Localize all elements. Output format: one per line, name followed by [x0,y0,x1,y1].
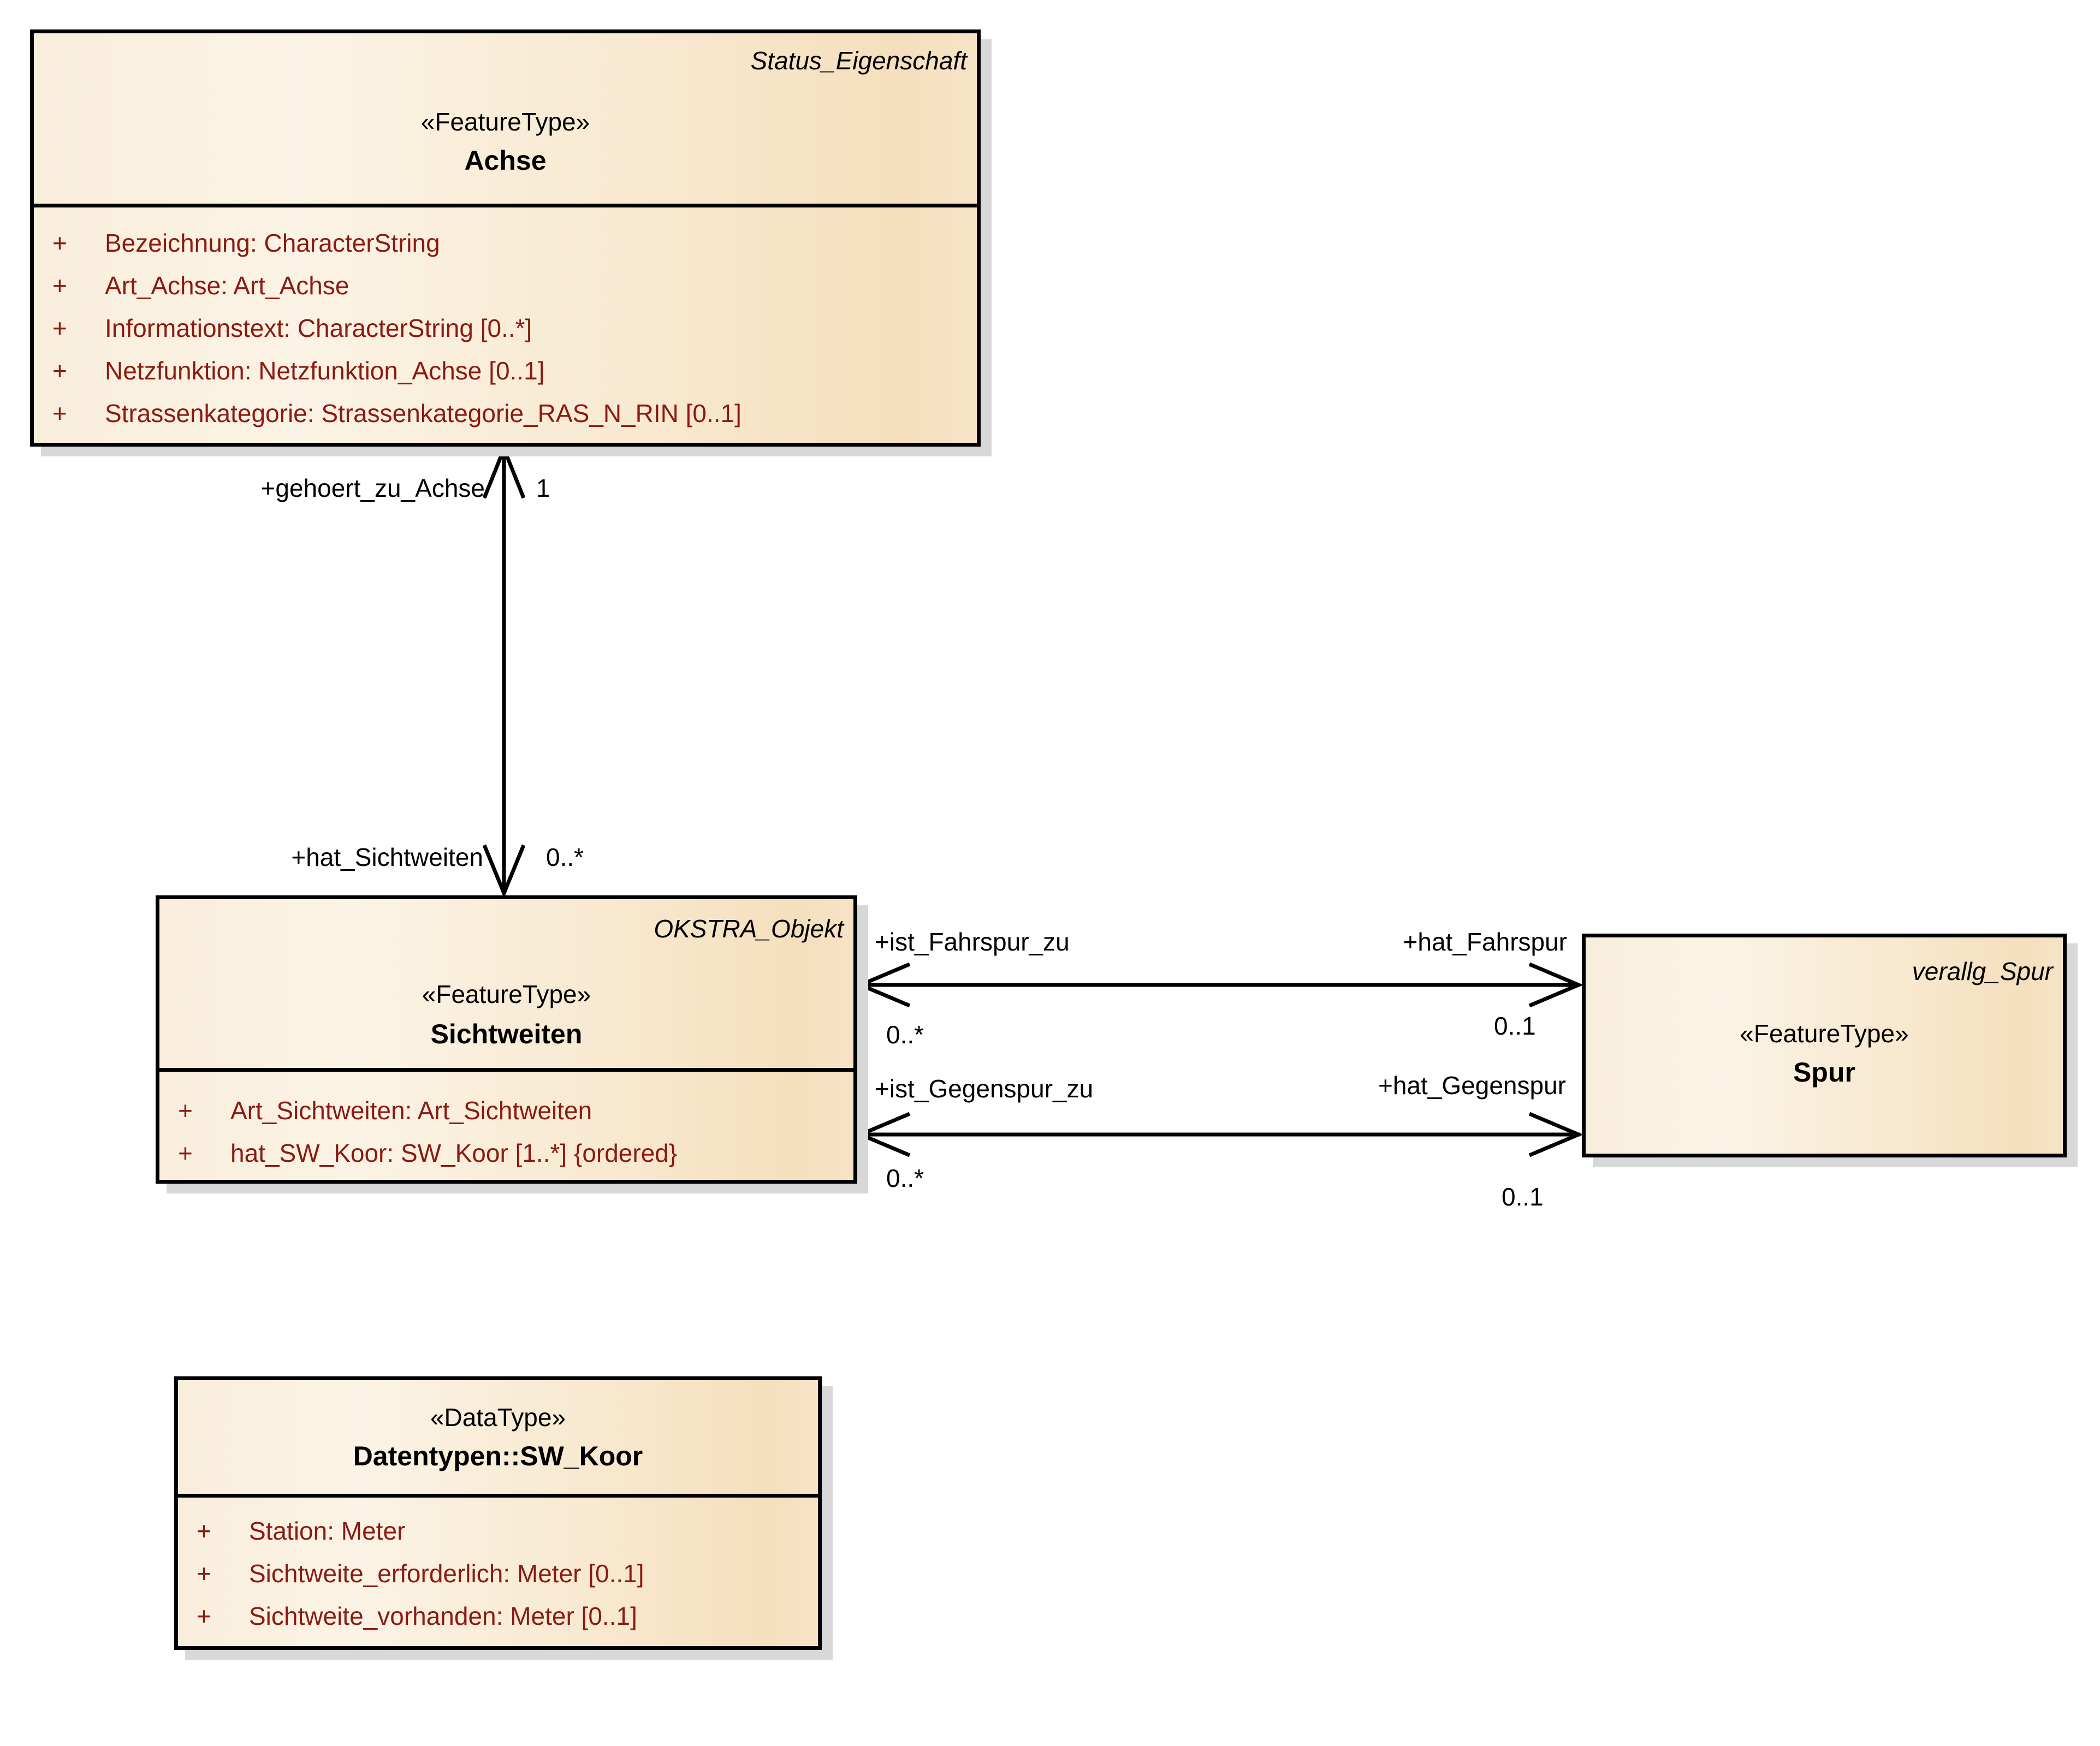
multiplicity-ist-gegenspur-zu: 0..* [886,1164,924,1192]
attribute-row: + Art_Sichtweiten: Art_Sichtweiten [178,1089,853,1132]
class-header-achse: Status_Eigenschaft «FeatureType» Achse [34,33,977,204]
spur-stereotype: «FeatureType» [1740,1019,1909,1048]
spur-tagname: verallg_Spur [1912,957,2053,985]
role-label-ist-gegenspur-zu: +ist_Gegenspur_zu [875,1074,1094,1103]
association-achse-sichtweiten-arrowhead-bottom [482,844,526,899]
achse-tagname: Status_Eigenschaft [750,46,967,75]
attribute-visibility: + [52,229,67,257]
association-achse-sichtweiten-arrowhead-top [482,443,526,499]
class-header-sw-koor: «DataType» Datentypen::SW_Koor [178,1380,818,1494]
association-fahrspur-arrowhead-left [856,962,911,1008]
multiplicity-hat-gegenspur: 0..1 [1502,1183,1544,1211]
achse-stereotype: «FeatureType» [420,108,590,136]
attribute-visibility: + [197,1602,211,1630]
class-header-spur: verallg_Spur «FeatureType» Spur [1586,937,2063,1154]
attribute-text: Informationstext: CharacterString [0..*] [105,314,532,342]
attribute-visibility: + [197,1559,211,1588]
attribute-row: + Art_Achse: Art_Achse [52,264,977,307]
attribute-visibility: + [52,271,67,300]
multiplicity-ist-fahrspur-zu: 0..* [886,1020,924,1049]
role-label-hat-sichtweiten: +hat_Sichtweiten [291,843,483,871]
achse-classname: Achse [464,145,547,176]
attribute-text: Strassenkategorie: Strassenkategorie_RAS… [105,399,741,427]
attribute-text: Sichtweite_vorhanden: Meter [0..1] [249,1602,637,1630]
attribute-visibility: + [52,399,67,427]
sw-koor-classname: Datentypen::SW_Koor [353,1441,643,1471]
attribute-row: + Sichtweite_vorhanden: Meter [0..1] [197,1595,818,1637]
attribute-row: + Sichtweite_erforderlich: Meter [0..1] [197,1552,818,1595]
class-box-spur[interactable]: verallg_Spur «FeatureType» Spur [1582,934,2067,1157]
sichtweiten-stereotype: «FeatureType» [422,980,591,1008]
class-box-achse[interactable]: Status_Eigenschaft «FeatureType» Achse +… [30,29,981,447]
attribute-text: Sichtweite_erforderlich: Meter [0..1] [249,1559,644,1588]
spur-classname: Spur [1793,1057,1855,1088]
class-header-sichtweiten: OKSTRA_Objekt «FeatureType» Sichtweiten [159,899,853,1068]
association-gegenspur-arrowhead-left [856,1112,911,1157]
attribute-row: + Netzfunktion: Netzfunktion_Achse [0..1] [52,349,977,392]
attribute-text: Art_Achse: Art_Achse [105,271,349,300]
attribute-visibility: + [52,314,67,342]
sichtweiten-tagname: OKSTRA_Objekt [654,914,844,943]
class-attributes-achse: + Bezeichnung: CharacterString + Art_Achse… [34,204,977,447]
attribute-text: Netzfunktion: Netzfunktion_Achse [0..1] [105,357,545,385]
class-box-sichtweiten[interactable]: OKSTRA_Objekt «FeatureType» Sichtweiten … [156,895,857,1184]
association-fahrspur-arrowhead-right [1528,962,1583,1008]
attribute-visibility: + [197,1517,211,1545]
role-label-gehoert-zu-achse: +gehoert_zu_Achse [260,474,485,502]
association-gegenspur-arrowhead-right [1528,1112,1583,1157]
attribute-row: + Bezeichnung: CharacterString [52,222,977,264]
attribute-row: + hat_SW_Koor: SW_Koor [1..*] {ordered} [178,1132,853,1174]
attribute-row: + Informationstext: CharacterString [0..*… [52,307,977,349]
multiplicity-hat-sichtweiten: 0..* [546,843,584,871]
attribute-text: Art_Sichtweiten: Art_Sichtweiten [230,1096,592,1125]
attribute-visibility: + [178,1139,193,1167]
multiplicity-gehoert-zu-achse: 1 [536,474,550,502]
attribute-row: + Station: Meter [197,1510,818,1552]
attribute-text: Station: Meter [249,1517,406,1545]
sw-koor-stereotype: «DataType» [430,1403,566,1432]
attribute-text: hat_SW_Koor: SW_Koor [1..*] {ordered} [230,1139,678,1167]
role-label-ist-fahrspur-zu: +ist_Fahrspur_zu [875,928,1070,956]
attribute-visibility: + [52,357,67,385]
multiplicity-hat-fahrspur: 0..1 [1494,1012,1536,1040]
attribute-row: + Strassenkategorie: Strassenkategorie_RA… [52,392,977,435]
class-attributes-sichtweiten: + Art_Sichtweiten: Art_Sichtweiten + hat_S… [159,1068,853,1180]
class-attributes-sw-koor: + Station: Meter + Sichtweite_erforderlich… [178,1494,818,1650]
sichtweiten-classname: Sichtweiten [430,1019,583,1049]
attribute-text: Bezeichnung: CharacterString [105,229,440,257]
role-label-hat-fahrspur: +hat_Fahrspur [1403,928,1567,956]
class-box-sw-koor[interactable]: «DataType» Datentypen::SW_Koor + Station:… [174,1376,822,1650]
role-label-hat-gegenspur: +hat_Gegenspur [1378,1071,1566,1100]
attribute-visibility: + [178,1096,193,1125]
